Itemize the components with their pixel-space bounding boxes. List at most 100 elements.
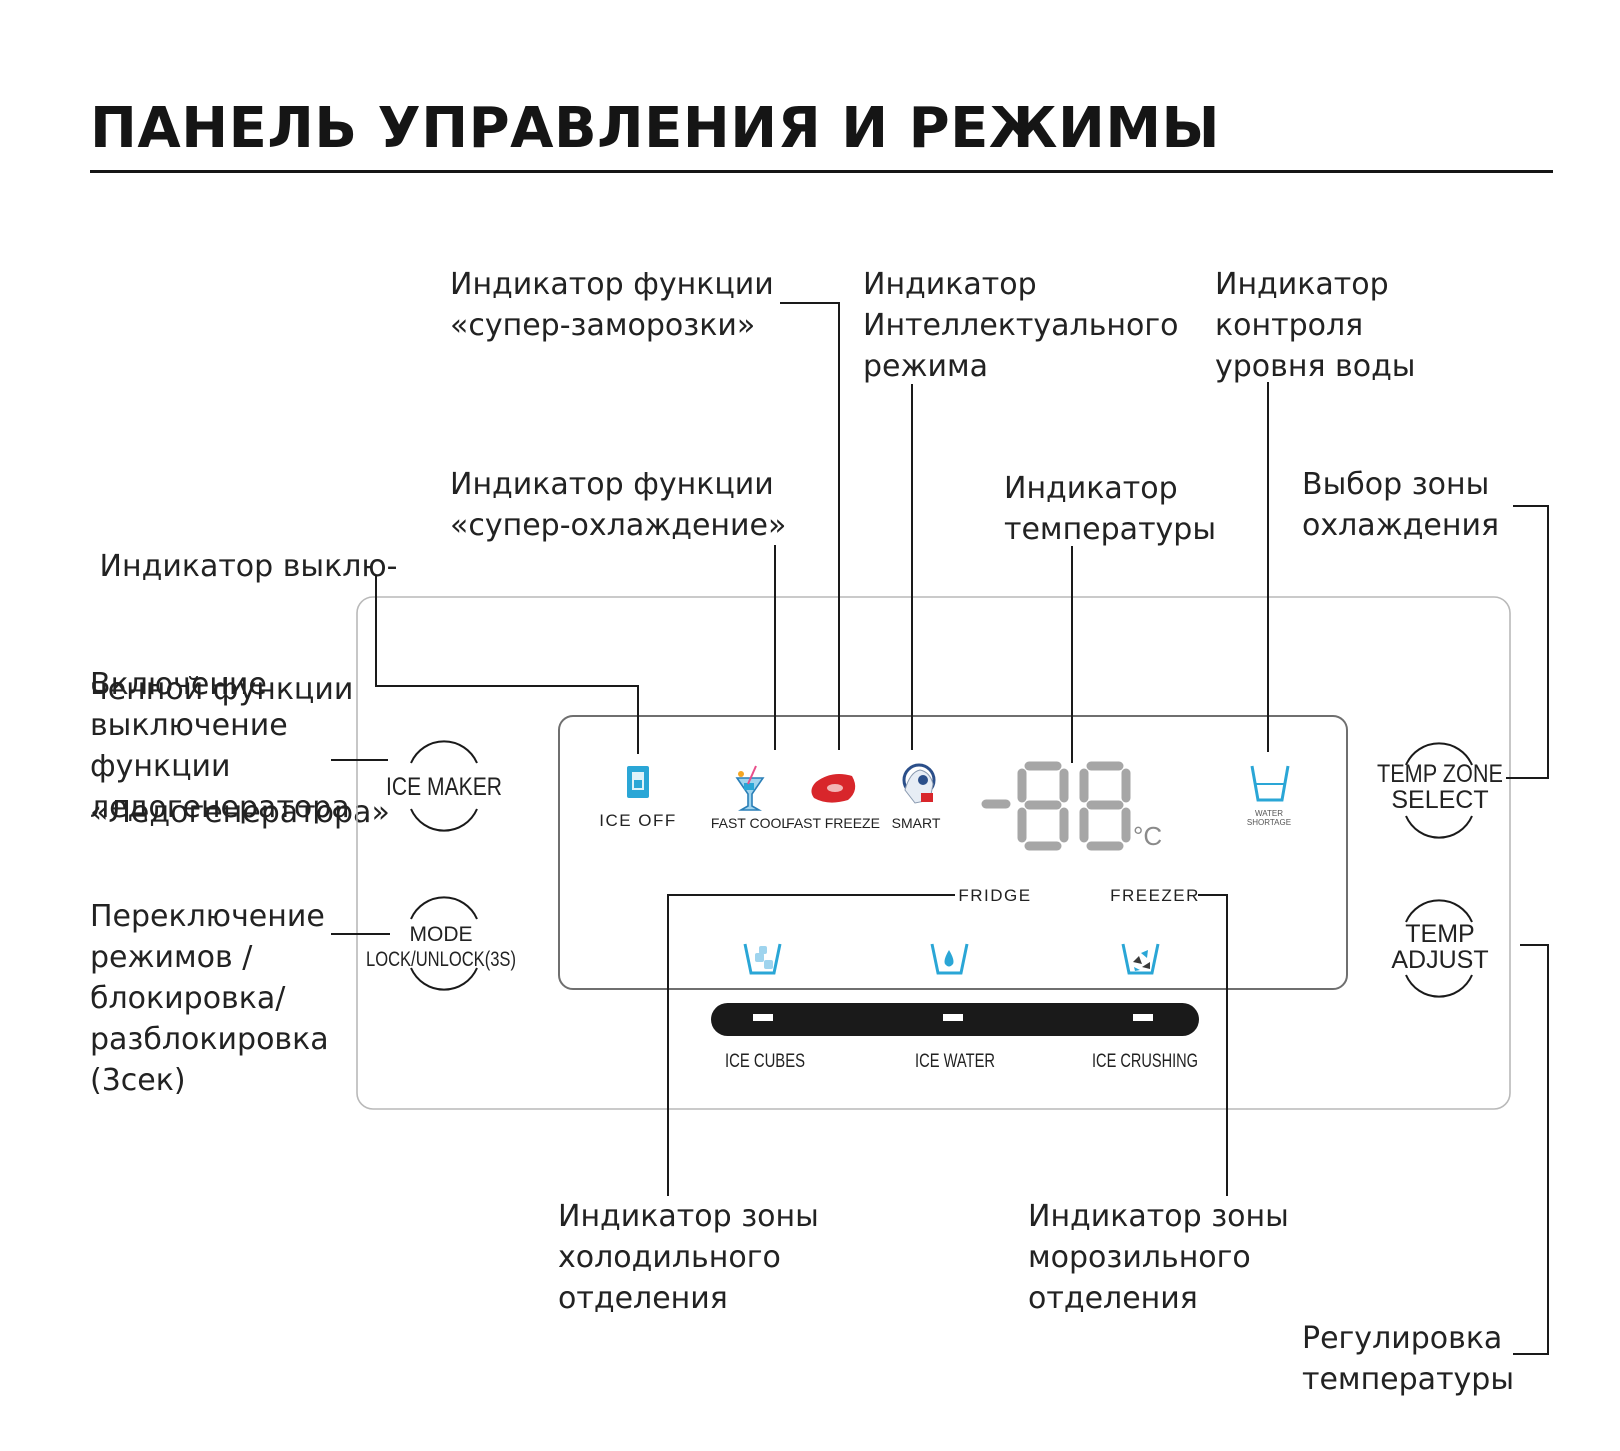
ice-water-icon bbox=[930, 943, 969, 975]
leader-ice-off bbox=[375, 575, 639, 754]
button-arc-bottom bbox=[1405, 974, 1473, 998]
leader-freezer bbox=[1198, 894, 1228, 1196]
callout-temp-adjust: Регулировка температуры bbox=[1302, 1318, 1514, 1400]
fast-freeze-label: FAST FREEZE bbox=[786, 815, 880, 831]
callout-line: Интеллектуального bbox=[863, 308, 1179, 343]
callout-line: Включение bbox=[90, 667, 267, 702]
callout-line: охлаждения bbox=[1302, 508, 1500, 543]
dispense-led-ice-cubes bbox=[753, 1014, 773, 1021]
callout-water-level: Индикатор контроля уровня воды bbox=[1215, 264, 1416, 387]
callout-line: контроля bbox=[1215, 308, 1364, 343]
callout-ice-maker-toggle: Включение выключение функции ледогенерат… bbox=[90, 664, 350, 828]
display-frame bbox=[558, 715, 1348, 990]
leader-fridge bbox=[667, 894, 955, 1196]
callout-line: отделения bbox=[558, 1281, 728, 1316]
callout-line: функции bbox=[90, 749, 231, 784]
callout-line: Индикатор bbox=[863, 267, 1037, 302]
callout-line: Индикатор зоны bbox=[1028, 1199, 1289, 1234]
callout-line: выключение bbox=[90, 708, 288, 743]
mode-button-label: MODE bbox=[410, 923, 473, 946]
title-rule bbox=[90, 170, 1553, 173]
callout-line: Индикатор выклю- bbox=[90, 549, 398, 584]
dispense-option-ice-cubes[interactable]: ICE CUBES bbox=[725, 1051, 805, 1072]
callout-line: уровня воды bbox=[1215, 349, 1416, 384]
page-title: ПАНЕЛЬ УПРАВЛЕНИЯ И РЕЖИМЫ bbox=[90, 96, 1221, 161]
ice-off-label: ICE OFF bbox=[599, 811, 677, 830]
callout-line: морозильного bbox=[1028, 1240, 1251, 1275]
button-arc-bottom bbox=[1405, 815, 1473, 839]
digit-2 bbox=[1079, 761, 1131, 851]
fridge-zone-label: FRIDGE bbox=[958, 886, 1031, 905]
callout-line: режима bbox=[863, 349, 989, 384]
ice-maker-button[interactable]: ICE MAKER bbox=[386, 740, 502, 832]
temperature-unit: °C bbox=[1133, 821, 1162, 851]
fast-freeze-icon bbox=[811, 774, 856, 803]
callout-line: ченной функции bbox=[90, 672, 354, 707]
water-shortage-icon bbox=[1250, 765, 1290, 802]
callout-line: «Ледогенератора» bbox=[90, 795, 390, 830]
fast-cool-icon bbox=[735, 765, 765, 811]
callout-line: Выбор зоны bbox=[1302, 467, 1490, 502]
callout-line: отделения bbox=[1028, 1281, 1198, 1316]
leader-super-freeze bbox=[780, 302, 840, 750]
temp-zone-select-button[interactable]: TEMP ZONE SELECT bbox=[1377, 742, 1503, 839]
callout-super-freeze: Индикатор функции «супер-заморозки» bbox=[450, 264, 774, 346]
callout-line: температуры bbox=[1302, 1362, 1515, 1397]
mode-button[interactable]: MODE LOCK/UNLOCK(3S) bbox=[366, 896, 516, 991]
callout-line: Индикатор зоны bbox=[558, 1199, 819, 1234]
callout-line: режимов / bbox=[90, 940, 253, 975]
ice-crushing-icon bbox=[1121, 943, 1160, 975]
water-shortage-label: WATER bbox=[1255, 809, 1283, 818]
callout-line: Индикатор bbox=[1004, 471, 1178, 506]
callout-line: «супер-заморозки» bbox=[450, 308, 756, 343]
ice-maker-button-label: ICE MAKER bbox=[386, 773, 502, 801]
dispense-option-ice-crushing[interactable]: ICE CRUSHING bbox=[1092, 1051, 1198, 1072]
temp-adjust-button[interactable]: TEMP ADJUST bbox=[1391, 899, 1489, 998]
callout-line: блокировка/ bbox=[90, 981, 286, 1016]
button-arc-bottom bbox=[410, 808, 478, 832]
button-arc-bottom bbox=[410, 967, 478, 991]
ice-off-icon bbox=[627, 766, 649, 798]
button-arc-top bbox=[1405, 742, 1473, 766]
callout-line: Индикатор bbox=[1215, 267, 1389, 302]
digit-1 bbox=[1017, 761, 1069, 851]
callout-line: разблокировка bbox=[90, 1022, 329, 1057]
callout-mode-switch: Переключение режимов / блокировка/ разбл… bbox=[90, 896, 329, 1101]
callout-line: температуры bbox=[1004, 512, 1217, 547]
temp-zone-button-sublabel: SELECT bbox=[1391, 786, 1488, 814]
callout-temperature: Индикатор температуры bbox=[1004, 468, 1216, 550]
callout-line: Индикатор функции bbox=[450, 267, 774, 302]
callout-line: Переключение bbox=[90, 899, 325, 934]
callout-fridge-zone: Индикатор зоны холодильного отделения bbox=[558, 1196, 819, 1319]
callout-freezer-zone: Индикатор зоны морозильного отделения bbox=[1028, 1196, 1289, 1319]
temp-adjust-button-label: TEMP bbox=[1405, 920, 1474, 948]
callout-line: Регулировка bbox=[1302, 1321, 1503, 1356]
control-panel-frame bbox=[356, 596, 1511, 1110]
temp-zone-button-label: TEMP ZONE bbox=[1377, 760, 1503, 788]
callout-line: (3сек) bbox=[90, 1063, 186, 1098]
leader-zone-select bbox=[1506, 505, 1549, 779]
temp-adjust-button-sublabel: ADJUST bbox=[1391, 946, 1488, 974]
callout-super-cool: Индикатор функции «супер-охлаждение» bbox=[450, 464, 786, 546]
smart-icon bbox=[902, 763, 936, 804]
smart-label: SMART bbox=[892, 815, 941, 831]
leader-temp-adjust bbox=[1513, 944, 1549, 1355]
button-arc-top bbox=[410, 740, 478, 764]
callout-ice-off: Индикатор выклю- ченной функции «Ледоген… bbox=[90, 464, 398, 874]
freezer-zone-label: FREEZER bbox=[1110, 886, 1200, 905]
button-arc-top bbox=[1405, 899, 1473, 923]
callout-line: Индикатор функции bbox=[450, 467, 774, 502]
ice-cubes-icon bbox=[743, 943, 782, 975]
callout-line: ледогенератора bbox=[90, 790, 350, 825]
water-shortage-label-2: SHORTAGE bbox=[1247, 818, 1291, 827]
dispense-option-ice-water[interactable]: ICE WATER bbox=[915, 1051, 995, 1072]
mode-button-sublabel: LOCK/UNLOCK(3S) bbox=[366, 948, 516, 971]
leader-lines bbox=[331, 302, 1549, 1355]
temperature-display bbox=[981, 761, 1131, 851]
callout-line: холодильного bbox=[558, 1240, 781, 1275]
dispense-led-ice-water bbox=[943, 1014, 963, 1021]
callout-smart-mode: Индикатор Интеллектуального режима bbox=[863, 264, 1178, 387]
button-arc-top bbox=[410, 896, 478, 920]
callout-zone-select: Выбор зоны охлаждения bbox=[1302, 464, 1499, 546]
